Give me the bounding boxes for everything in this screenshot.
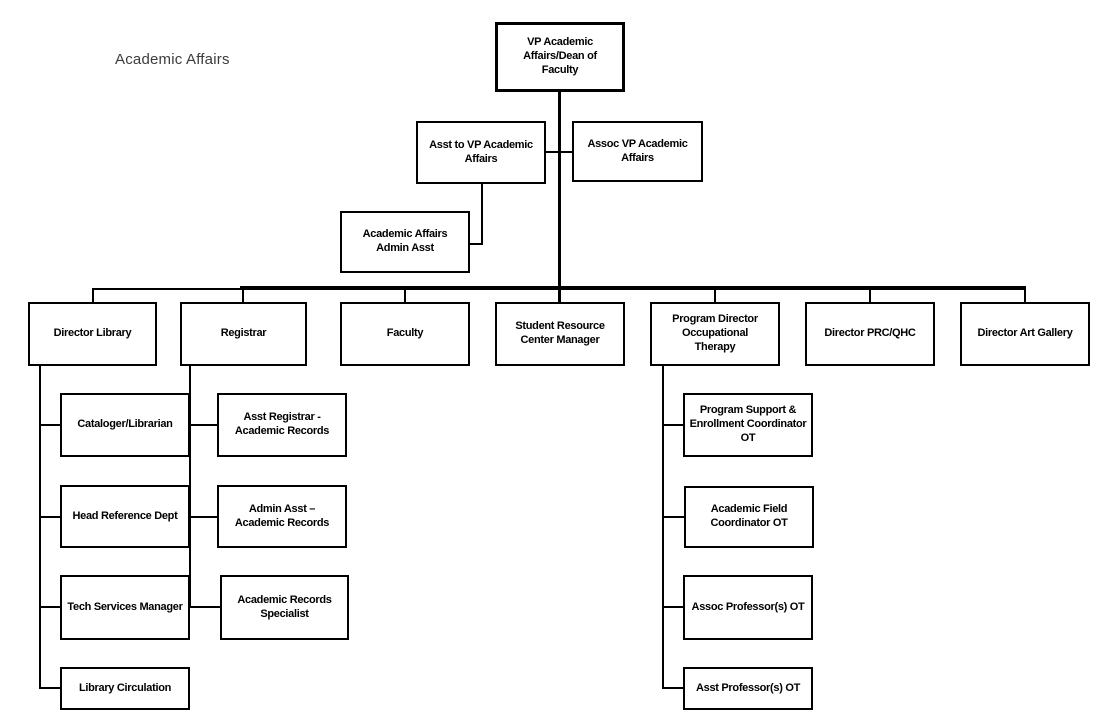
connector-admin-elbow-horizontal [470, 243, 483, 245]
connector-library-stub-tech-services [39, 606, 62, 608]
node-faculty: Faculty [340, 302, 470, 366]
connector-library-stub-circulation [39, 687, 62, 689]
node-asst-professors-ot: Asst Professor(s) OT [683, 667, 813, 710]
node-student-resource-center-manager: Student Resource Center Manager [495, 302, 625, 366]
node-head-reference-dept: Head Reference Dept [60, 485, 190, 548]
node-academic-affairs-admin-asst: Academic Affairs Admin Asst [340, 211, 470, 273]
connector-registrar-stub-admin-asst [189, 516, 219, 518]
connector-library-stub-head-reference [39, 516, 62, 518]
node-director-prc-qhc: Director PRC/QHC [805, 302, 935, 366]
node-tech-services-manager: Tech Services Manager [60, 575, 190, 640]
connector-registrar-stub-asst-registrar [189, 424, 219, 426]
node-academic-field-coordinator-ot: Academic Field Coordinator OT [684, 486, 814, 548]
node-cataloger-librarian: Cataloger/Librarian [60, 393, 190, 457]
node-assoc-vp-academic-affairs: Assoc VP Academic Affairs [572, 121, 703, 182]
connector-stub-faculty [404, 288, 406, 303]
connector-admin-elbow-vertical [481, 183, 483, 245]
node-registrar: Registrar [180, 302, 307, 366]
connector-stub-director-art-gallery [1024, 288, 1026, 303]
connector-ot-stub-program-support [662, 424, 685, 426]
node-assoc-professors-ot: Assoc Professor(s) OT [683, 575, 813, 640]
connector-stub-registrar [242, 288, 244, 303]
connector-distribution-thick [240, 286, 1026, 290]
node-director-library: Director Library [28, 302, 157, 366]
node-asst-registrar-academic-records: Asst Registrar - Academic Records [217, 393, 347, 457]
node-academic-records-specialist: Academic Records Specialist [220, 575, 349, 640]
connector-ot-stub-assoc-professors [662, 606, 685, 608]
node-program-support-enrollment-coordinator-ot: Program Support & Enrollment Coordinator… [683, 393, 813, 457]
connector-library-stub-cataloger [39, 424, 62, 426]
node-director-art-gallery: Director Art Gallery [960, 302, 1090, 366]
connector-stub-program-director-ot [714, 288, 716, 303]
connector-trunk [558, 92, 561, 303]
node-vp-academic-affairs-dean-of-faculty: VP Academic Affairs/Dean of Faculty [495, 22, 625, 92]
connector-registrar-drop [189, 365, 191, 608]
node-program-director-occupational-therapy: Program Director Occupational Therapy [650, 302, 780, 366]
connector-stub-director-prc-qhc [869, 288, 871, 303]
connector-distribution-thin [92, 288, 244, 290]
connector-assistants-horizontal [546, 151, 572, 153]
node-admin-asst-academic-records: Admin Asst – Academic Records [217, 485, 347, 548]
connector-stub-director-library [92, 288, 94, 303]
node-asst-to-vp-academic-affairs: Asst to VP Academic Affairs [416, 121, 546, 184]
connector-ot-stub-academic-field [662, 516, 686, 518]
node-library-circulation: Library Circulation [60, 667, 190, 710]
connector-ot-drop [662, 365, 664, 689]
connector-ot-stub-asst-professors [662, 687, 685, 689]
connector-registrar-stub-records-specialist [189, 606, 222, 608]
chart-title: Academic Affairs [115, 51, 230, 68]
connector-library-drop [39, 365, 41, 689]
